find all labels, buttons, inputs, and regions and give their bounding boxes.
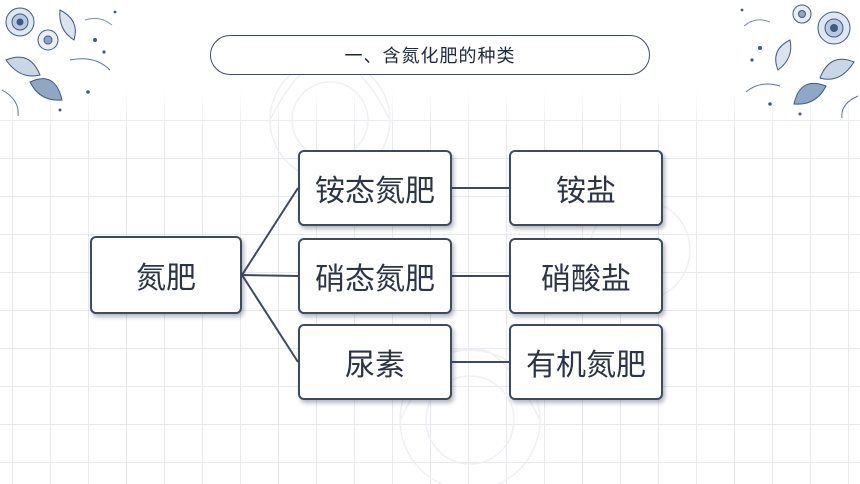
connector-root-branch-1 xyxy=(241,187,299,276)
node-root: 氮肥 xyxy=(90,236,242,314)
node-example-3: 有机氮肥 xyxy=(509,324,663,400)
node-example-2: 硝酸盐 xyxy=(509,238,663,314)
node-category-1: 铵态氮肥 xyxy=(298,150,452,226)
node-category-3: 尿素 xyxy=(298,324,452,400)
connector-root-branch-3 xyxy=(241,274,299,363)
floral-decoration-left xyxy=(1,7,117,117)
section-title-banner: 一、含氮化肥的种类 xyxy=(210,35,650,75)
node-category-2: 硝态氮肥 xyxy=(298,238,452,314)
node-example-1: 铵盐 xyxy=(509,150,663,226)
section-title: 一、含氮化肥的种类 xyxy=(344,46,516,67)
floral-decoration-right xyxy=(740,4,859,118)
connector-root-branch-2 xyxy=(241,274,299,277)
